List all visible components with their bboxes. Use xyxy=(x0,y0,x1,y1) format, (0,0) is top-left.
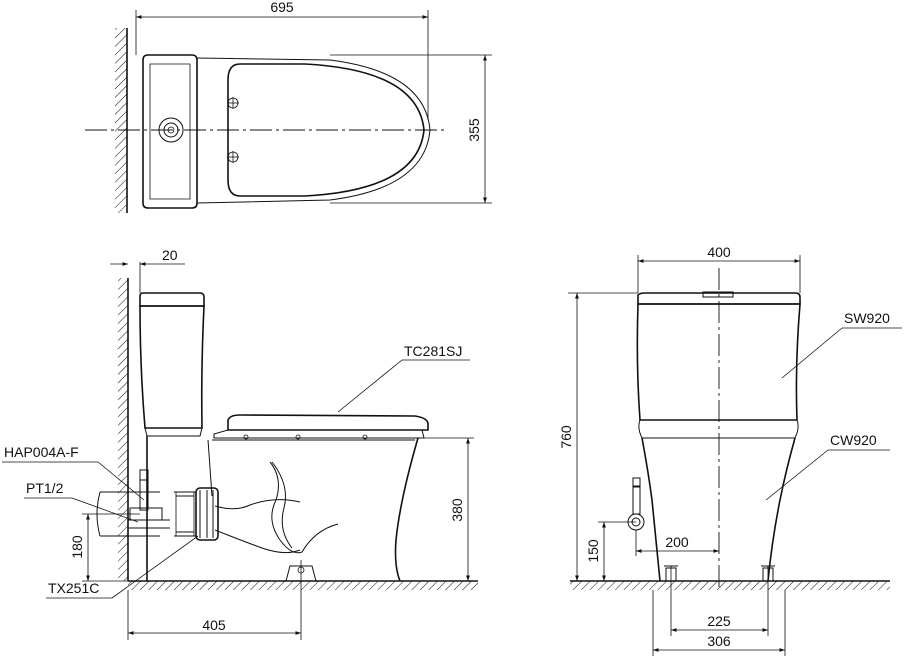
side-seat-lid xyxy=(227,414,429,431)
front-floor-hatch xyxy=(570,581,890,590)
dim-rough-in: 405 xyxy=(202,617,226,633)
top-tank-outline xyxy=(142,54,198,209)
dim-seat-height: 380 xyxy=(449,498,465,522)
front-bowl-body xyxy=(641,437,796,582)
top-wall-hatch xyxy=(115,28,127,213)
dim-base-width: 306 xyxy=(707,633,731,649)
flush-button-front xyxy=(702,291,734,298)
label-bowl: CW920 xyxy=(830,432,877,448)
dim-wall-gap: 20 xyxy=(162,247,178,263)
label-valve: HAP004A-F xyxy=(4,444,79,460)
side-view: 20 380 180 405 TC281SJ HAP004A-F PT1/2 T… xyxy=(2,247,478,640)
front-view: 400 760 150 200 225 306 SW920 CW920 xyxy=(558,244,902,656)
label-tank: SW920 xyxy=(844,310,890,326)
dim-top-length: 695 xyxy=(270,0,294,15)
dim-outlet-height: 180 xyxy=(69,535,85,559)
label-pipe: PT1/2 xyxy=(26,480,64,496)
dim-supply-height: 150 xyxy=(585,539,601,563)
top-view: 695 355 xyxy=(85,0,492,213)
label-seat: TC281SJ xyxy=(404,343,462,359)
side-wall-hatch xyxy=(118,278,128,581)
side-trapway xyxy=(269,461,339,554)
top-seat-outline xyxy=(227,63,425,197)
dim-supply-offset: 200 xyxy=(665,534,689,550)
dim-bolt-spacing: 225 xyxy=(707,613,731,629)
outlet-flange xyxy=(195,487,219,541)
side-tank-body xyxy=(139,305,205,429)
side-floor-hatch xyxy=(128,581,478,590)
label-flange: TX251C xyxy=(48,580,99,596)
dim-front-width: 400 xyxy=(707,244,731,260)
dim-total-height: 760 xyxy=(558,425,574,449)
side-tank-lid xyxy=(139,292,205,307)
top-bowl-outline xyxy=(196,57,431,204)
front-tank-lid xyxy=(637,292,801,305)
dim-top-width: 355 xyxy=(466,118,482,142)
side-bowl-body xyxy=(146,436,419,582)
